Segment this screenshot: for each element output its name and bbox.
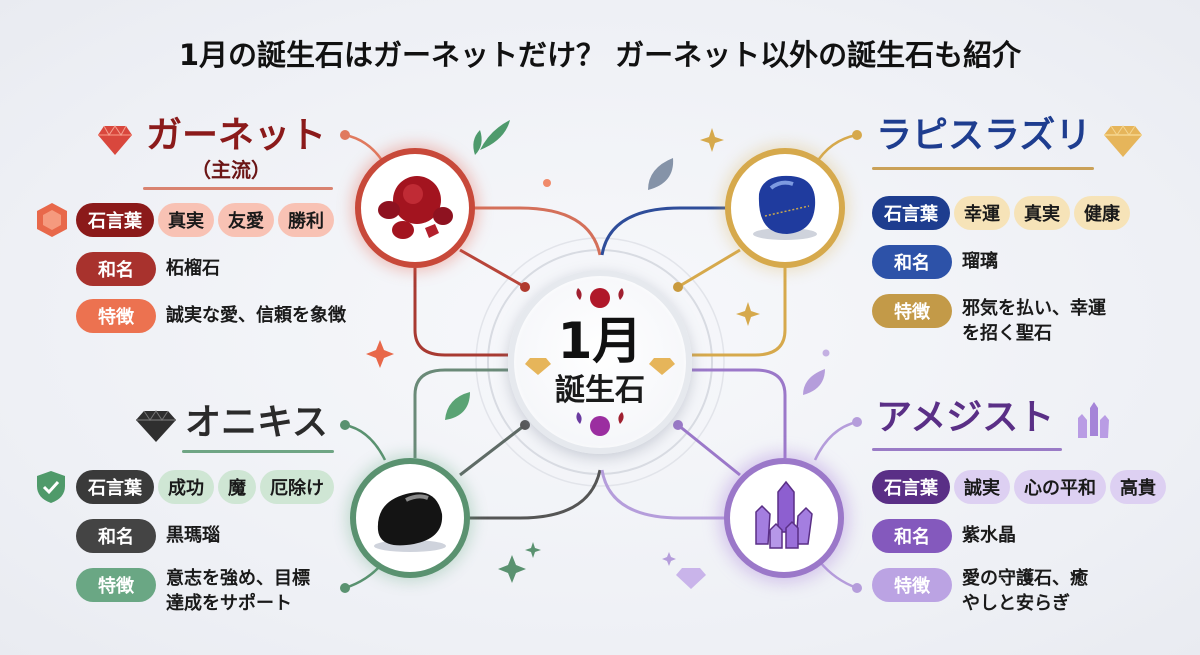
- onyx-japanese-name-row: 和名 黒瑪瑙: [76, 519, 220, 553]
- amethyst-keywords-row: 石言葉 誠実 心の平和 高貴: [872, 470, 1166, 504]
- feature-label: 特徴: [76, 299, 156, 333]
- japanese-name-value: 黒瑪瑙: [166, 525, 220, 547]
- keyword-chip: 真実: [158, 203, 214, 237]
- garnet-name: ガーネット: [146, 115, 327, 156]
- shield-check-icon: [37, 471, 65, 503]
- amethyst-image: [724, 458, 844, 578]
- keyword-chip: 成功: [158, 470, 214, 504]
- feature-line: 愛の守護石、癒: [962, 568, 1088, 589]
- keywords-label: 石言葉: [76, 203, 154, 237]
- hub-decorations: [525, 288, 675, 436]
- onyx-feature-row: 特徴 意志を強め、目標 達成をサポート: [76, 568, 310, 616]
- japanese-name-value: 柘榴石: [166, 258, 220, 280]
- hub-label: 誕生石: [555, 373, 645, 408]
- keywords-label: 石言葉: [872, 196, 950, 230]
- black-diamond-icon: [136, 410, 176, 442]
- feature-line: を招く聖石: [962, 323, 1052, 345]
- lapis-stone-icon: [753, 175, 817, 240]
- garnet-underline: [143, 187, 333, 190]
- keyword-chip: 幸運: [954, 196, 1010, 230]
- crystal-cluster-icon: [1078, 402, 1109, 438]
- amethyst-japanese-name-row: 和名 紫水晶: [872, 519, 1016, 553]
- japanese-name-value: 瑠璃: [962, 251, 998, 273]
- feature-line: 達成をサポート: [166, 593, 292, 615]
- onyx-keywords-row: 石言葉 成功 魔 厄除け: [76, 470, 334, 504]
- feature-label: 特徴: [872, 294, 952, 328]
- onyx-underline: [182, 450, 334, 453]
- keyword-chip: 魔: [218, 470, 256, 504]
- amethyst-feature-row: 特徴 愛の守護石、癒 やしと安らぎ: [872, 568, 1088, 616]
- feature-label: 特徴: [872, 568, 952, 602]
- keyword-chip: 誠実: [954, 470, 1010, 504]
- garnet-image: [355, 148, 475, 268]
- onyx-heading: オニキス: [185, 405, 328, 441]
- feature-label: 特徴: [76, 568, 156, 602]
- amethyst-name: アメジスト: [876, 397, 1055, 438]
- japanese-name-label: 和名: [872, 519, 952, 553]
- keyword-chip: 真実: [1014, 196, 1070, 230]
- garnet-stones-icon: [378, 176, 453, 239]
- feature-line: 邪気を払い、幸運: [962, 298, 1106, 319]
- center-hub: 1月 誕生石: [508, 270, 692, 454]
- onyx-stone-icon: [374, 492, 446, 552]
- ruby-gem-icon: [98, 125, 132, 155]
- feature-value: 誠実な愛、信頼を象徴: [166, 305, 346, 327]
- garnet-heading: ガーネット （主流）: [146, 115, 327, 181]
- amethyst-heading: アメジスト: [876, 400, 1054, 436]
- garnet-feature-row: 特徴 誠実な愛、信頼を象徴: [76, 299, 346, 333]
- lapis-image: [725, 148, 845, 268]
- keyword-chip: 心の平和: [1014, 470, 1106, 504]
- lapis-underline: [872, 167, 1094, 170]
- keyword-chip: 勝利: [278, 203, 334, 237]
- feature-value: 愛の守護石、癒 やしと安らぎ: [962, 566, 1088, 616]
- keywords-label: 石言葉: [872, 470, 950, 504]
- amethyst-crystal-icon: [755, 480, 813, 549]
- feature-line: 意志を強め、目標: [166, 568, 310, 589]
- japanese-name-label: 和名: [872, 245, 952, 279]
- feature-line: やしと安らぎ: [962, 593, 1070, 615]
- garnet-keywords-row: 石言葉 真実 友愛 勝利: [76, 203, 334, 237]
- hexagon-gem-icon: [37, 203, 67, 237]
- lapis-feature-row: 特徴 邪気を払い、幸運 を招く聖石: [872, 294, 1106, 346]
- japanese-name-value: 紫水晶: [962, 525, 1016, 547]
- garnet-subtitle: （主流）: [191, 158, 271, 182]
- keyword-chip: 厄除け: [260, 470, 334, 504]
- onyx-name: オニキス: [185, 402, 328, 443]
- hub-month: 1月: [557, 312, 643, 370]
- lapis-name: ラピスラズリ: [876, 115, 1092, 156]
- keyword-chip: 高貴: [1110, 470, 1166, 504]
- garnet-japanese-name-row: 和名 柘榴石: [76, 252, 220, 286]
- lapis-keywords-row: 石言葉 幸運 真実 健康: [872, 196, 1130, 230]
- keyword-chip: 友愛: [218, 203, 274, 237]
- ruby-icon: [590, 288, 610, 308]
- feature-value: 邪気を払い、幸運 を招く聖石: [962, 296, 1106, 346]
- page-title: 1月の誕生石はガーネットだけ？ ガーネット以外の誕生石も紹介: [178, 38, 1022, 72]
- japanese-name-label: 和名: [76, 519, 156, 553]
- onyx-image: [350, 458, 470, 578]
- japanese-name-label: 和名: [76, 252, 156, 286]
- lapis-japanese-name-row: 和名 瑠璃: [872, 245, 998, 279]
- amethyst-underline: [872, 448, 1062, 451]
- lapis-heading: ラピスラズリ: [876, 118, 1091, 154]
- gold-diamond-icon: [1104, 125, 1142, 157]
- keywords-label: 石言葉: [76, 470, 154, 504]
- feature-value: 意志を強め、目標 達成をサポート: [166, 566, 310, 616]
- keyword-chip: 健康: [1074, 196, 1130, 230]
